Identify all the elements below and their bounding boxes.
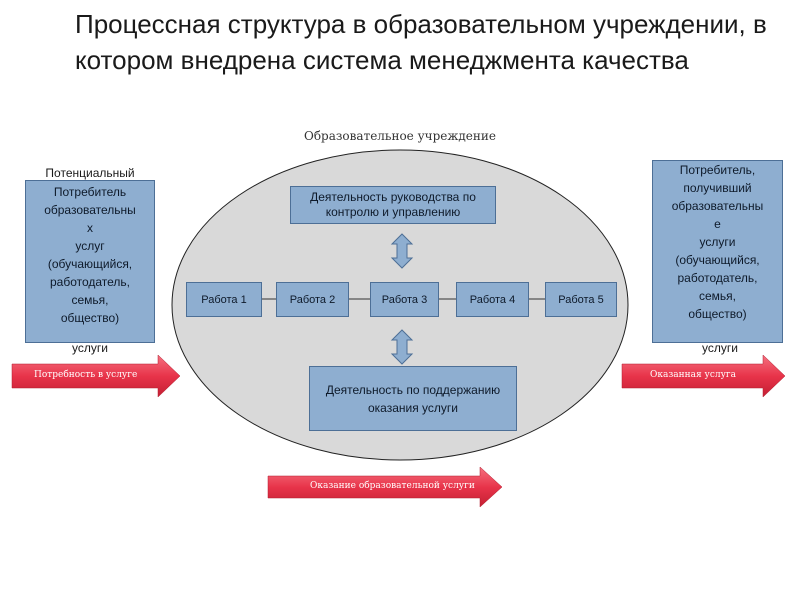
- support-box-text: Деятельность по поддержанию оказания усл…: [325, 382, 501, 415]
- page-title: Процессная структура в образовательном у…: [75, 9, 767, 75]
- served-consumer-box: Потребитель, получивший образовательны е…: [652, 160, 783, 343]
- work-3-box: Работа 3: [370, 282, 439, 317]
- work-5-label: Работа 5: [558, 293, 604, 306]
- work-4-box: Работа 4: [456, 282, 529, 317]
- need-arrow: [11, 354, 181, 398]
- management-box-text: Деятельность руководства по контролю и у…: [310, 190, 476, 219]
- potential-consumer-overlay-top: Потенциальный: [45, 166, 135, 180]
- institution-label: Образовательное учреждение: [303, 129, 497, 143]
- work-3-label: Работа 3: [381, 293, 428, 306]
- support-box: Деятельность по поддержанию оказания усл…: [309, 366, 517, 431]
- potential-consumer-text: Потребитель образовательны х услуг (обуч…: [44, 185, 136, 325]
- work-4-label: Работа 4: [469, 293, 516, 306]
- work-1-label: Работа 1: [201, 293, 247, 306]
- work-1-box: Работа 1: [186, 282, 262, 317]
- double-arrow-bottom-icon: [390, 329, 414, 365]
- service-provided-arrow: [621, 354, 786, 398]
- served-consumer-overlay-bottom: услуги: [702, 341, 738, 355]
- work-5-box: Работа 5: [545, 282, 617, 317]
- served-consumer-text: Потребитель, получивший образовательны е…: [671, 163, 764, 321]
- double-arrow-top-icon: [390, 233, 414, 269]
- providing-service-arrow: [267, 466, 503, 508]
- potential-consumer-box: Потребитель образовательны х услуг (обуч…: [25, 180, 155, 343]
- work-2-box: Работа 2: [276, 282, 349, 317]
- providing-service-arrow-label: Оказание образовательной услуги: [310, 481, 475, 491]
- need-arrow-label: Потребность в услуге: [34, 370, 138, 380]
- work-2-label: Работа 2: [289, 293, 336, 306]
- service-provided-arrow-label: Оказанная услуга: [650, 370, 736, 380]
- management-box: Деятельность руководства по контролю и у…: [290, 186, 496, 224]
- potential-consumer-overlay-bottom: услуги: [72, 341, 108, 355]
